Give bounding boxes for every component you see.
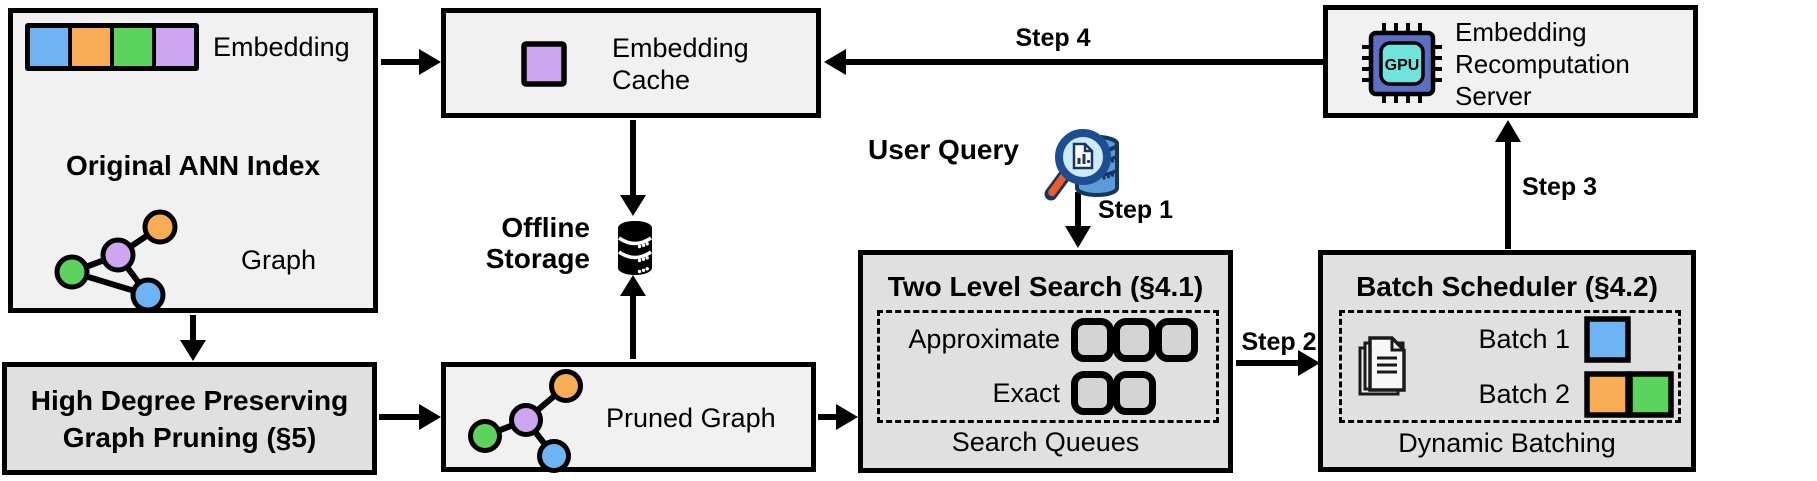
cache-label-line1: Embedding — [612, 33, 749, 63]
batch1-row: Batch 1 — [1412, 312, 1678, 367]
exact-queue-slots — [1071, 371, 1212, 416]
server-label-line1: Embedding — [1455, 17, 1587, 47]
pruned-node-orange — [549, 369, 583, 403]
batch2-cell-green — [1627, 370, 1674, 418]
original-index-title: Original ANN Index — [65, 150, 321, 181]
gpu-chip-icon: GPU — [1362, 23, 1442, 103]
server-label-line3: Server — [1455, 81, 1532, 111]
graph-icon — [54, 209, 178, 313]
batch-scheduler-title: Batch Scheduler (§4.2) — [1356, 271, 1658, 302]
approximate-queue-row: Approximate — [884, 313, 1212, 367]
batch2-label: Batch 2 — [1478, 378, 1570, 409]
graph-node-purple — [100, 237, 136, 273]
search-queue-slot — [1071, 317, 1114, 362]
batch1-label: Batch 1 — [1478, 323, 1570, 354]
documents-stack-icon — [1358, 335, 1406, 395]
approximate-queue-slots — [1071, 317, 1212, 362]
batch2-cell-orange — [1584, 370, 1631, 418]
embedding-cache-box: Embedding Cache — [441, 8, 821, 118]
search-queue-slot — [1155, 317, 1198, 362]
batch2-row: Batch 2 — [1412, 367, 1678, 422]
dynamic-batching-caption: Dynamic Batching — [1398, 428, 1616, 458]
server-label-line2: Recomputation — [1455, 49, 1630, 79]
offline-storage-line2: Storage — [485, 243, 590, 274]
batch-scheduler-box: Batch Scheduler (§4.2) Batch 1 — [1318, 250, 1696, 472]
embedding-vector-icon — [25, 23, 199, 71]
pruned-graph-box: Pruned Graph — [441, 362, 816, 473]
pruned-node-green — [468, 419, 502, 453]
recomputation-server-box: GPU Embedding Recomputation Server — [1323, 5, 1698, 118]
search-queues-caption: Search Queues — [951, 427, 1140, 457]
embedding-cell-orange — [72, 28, 110, 66]
graph-node-orange — [142, 209, 178, 245]
graph-node-blue — [130, 277, 166, 313]
step2-label: Step 2 — [1241, 328, 1317, 356]
exact-label: Exact — [992, 377, 1060, 408]
batch2-cells-icon — [1584, 370, 1674, 418]
pruned-graph-label: Pruned Graph — [606, 403, 776, 433]
exact-queue-row: Exact — [884, 367, 1212, 421]
search-queue-slot — [1071, 371, 1114, 416]
offline-storage-label: Offline Storage — [430, 212, 590, 274]
query-search-icon — [1044, 129, 1119, 201]
graph-pruning-box: High Degree Preserving Graph Pruning (§5… — [2, 362, 377, 475]
batch1-cells-icon — [1584, 315, 1631, 363]
pruning-title-line1: High Degree Preserving — [30, 384, 349, 416]
cache-cell-purple — [521, 41, 567, 87]
cached-embedding-icon — [521, 41, 567, 87]
gpu-text: GPU — [1385, 57, 1420, 74]
step4-label: Step 4 — [1015, 24, 1091, 52]
approximate-label: Approximate — [908, 324, 1060, 355]
search-queues-panel: Approximate Exact — [877, 310, 1219, 423]
graph-label: Graph — [241, 245, 317, 275]
dynamic-batching-panel: Batch 1 Batch 2 — [1339, 310, 1681, 423]
offline-storage-line1: Offline — [501, 212, 590, 243]
pruned-graph-icon — [468, 369, 583, 473]
graph-node-green — [54, 254, 90, 290]
pruned-node-purple — [509, 403, 543, 437]
user-query-label: User Query — [868, 134, 1019, 165]
pruning-title-line2: Graph Pruning (§5) — [62, 421, 317, 453]
step1-label: Step 1 — [1098, 196, 1174, 224]
pruned-node-blue — [537, 439, 571, 473]
step3-label: Step 3 — [1522, 173, 1598, 201]
two-level-search-box: Two Level Search (§4.1) Approximate Exac… — [858, 250, 1233, 473]
embedding-cell-green — [114, 28, 152, 66]
search-queue-slot — [1113, 371, 1156, 416]
search-queue-slot — [1113, 317, 1156, 362]
cache-label-line2: Cache — [612, 65, 691, 95]
original-ann-index-box: Embedding Original ANN Index Graph — [8, 8, 378, 313]
two-level-search-title: Two Level Search (§4.1) — [887, 271, 1204, 302]
embedding-label: Embedding — [213, 32, 350, 62]
database-icon — [618, 221, 652, 275]
embedding-cell-purple — [156, 28, 194, 66]
embedding-cell-blue — [30, 28, 68, 66]
batch1-cell-blue — [1584, 315, 1631, 363]
